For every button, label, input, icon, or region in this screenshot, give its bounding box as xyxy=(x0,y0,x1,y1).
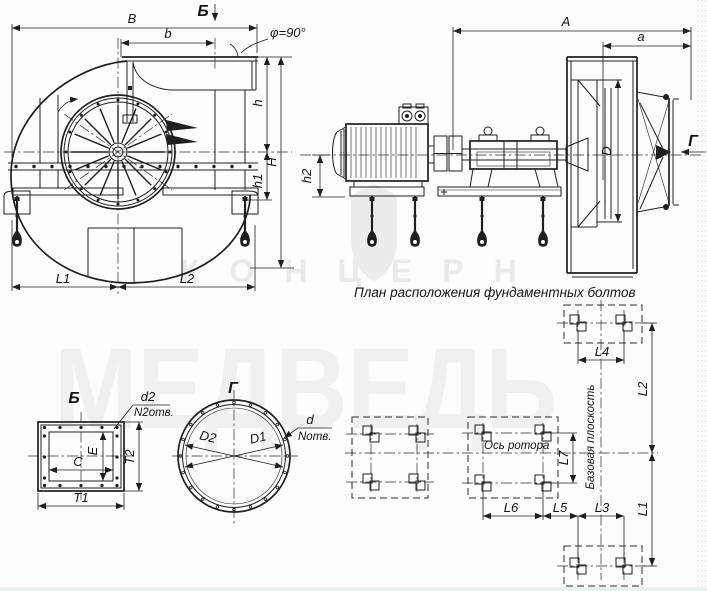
support-foot-left xyxy=(3,187,124,215)
section-label-g: Г xyxy=(688,133,699,150)
view-title-b: Б xyxy=(68,390,79,407)
housing-top-bolt-group xyxy=(557,304,648,344)
hole-count-label-n: Nотв. xyxy=(298,431,331,443)
dim-label-B: B xyxy=(128,11,137,26)
inlet-flange-view-g: Г D2 D1 d Nотв. xyxy=(172,380,332,524)
inlet-collector xyxy=(636,91,679,213)
dim-label-C: C xyxy=(73,454,83,469)
side-view-dimensions: A a h2 D Г xyxy=(299,14,706,222)
watermark-concern-text: КОНЦЕРН xyxy=(180,253,547,289)
outlet-flange-view-b: Б C E T2 T1 d2 N2отв. xyxy=(28,389,174,510)
motor-bolt-group xyxy=(346,416,434,499)
fan-housing xyxy=(566,56,638,278)
dim-label-a: a xyxy=(637,29,644,44)
bearing-bolt-group xyxy=(462,416,559,499)
plan-dimensions: L4 L2 L1 L7 L6 L5 L3 xyxy=(482,322,657,567)
support-foot-right xyxy=(162,187,259,215)
dim-label-D: D xyxy=(599,146,614,155)
dim-label-L1-plan: L1 xyxy=(635,502,650,516)
dim-label-D1: D1 xyxy=(248,428,268,446)
probe-tap xyxy=(166,134,198,145)
hole-dia-label-d: d xyxy=(306,412,314,427)
bearing-assembly xyxy=(437,126,566,248)
dim-label-L5: L5 xyxy=(553,500,568,515)
side-view: A a h2 D Г xyxy=(299,14,706,278)
dim-label-h2: h2 xyxy=(299,168,314,183)
dim-label-E: E xyxy=(85,446,100,455)
motor-lifting-lug xyxy=(398,106,429,125)
bearing-cap-bolt xyxy=(535,126,545,136)
hole-dia-label-d2: d2 xyxy=(141,389,156,404)
anchor-bolt xyxy=(409,194,421,248)
hole-count-label-n2: N2отв. xyxy=(134,407,174,419)
dim-label-L7: L7 xyxy=(556,450,571,465)
front-view: B b Б φ=90° h h1 H L1 L2 xyxy=(3,3,306,294)
dim-label-H: H xyxy=(264,157,279,167)
dim-label-phi: φ=90° xyxy=(270,25,306,40)
front-view-centerlines xyxy=(4,38,292,294)
dim-label-h: h xyxy=(250,99,265,106)
anchor-bolt xyxy=(537,194,549,248)
view-title-g: Г xyxy=(228,380,239,397)
flange-b-bolt-holes xyxy=(42,425,119,488)
base-plane-label: Базовая плоскость xyxy=(585,385,597,490)
dim-label-b: b xyxy=(164,26,171,41)
dim-label-D2: D2 xyxy=(198,427,218,446)
foundation-bolt-plan: План расположения фундаментных болтов Ос… xyxy=(345,285,658,587)
dim-label-L6: L6 xyxy=(504,500,519,515)
coupling xyxy=(433,135,463,172)
front-view-dimensions: B b Б φ=90° h h1 H L1 L2 xyxy=(11,3,306,291)
dim-label-L3: L3 xyxy=(595,500,610,515)
rotation-arrow xyxy=(57,96,79,113)
electric-motor xyxy=(332,103,435,248)
fan-hub xyxy=(565,137,589,172)
dim-label-T2: T2 xyxy=(122,449,137,465)
page-edge-texture xyxy=(697,0,707,591)
housing-bottom-bolt-group xyxy=(557,545,648,587)
section-label-b: Б xyxy=(197,3,208,20)
bearing-cap-bolt xyxy=(483,126,493,136)
anchor-bolt xyxy=(239,194,251,248)
anchor-bolt xyxy=(476,194,488,248)
page-bottom-strip xyxy=(0,587,707,591)
dim-label-T1: T1 xyxy=(73,490,88,505)
dim-label-L1-front: L1 xyxy=(56,271,70,286)
probe-tap xyxy=(166,120,198,131)
dim-label-h1: h1 xyxy=(250,174,265,188)
fan-scroll-casing xyxy=(3,56,259,284)
rotor-axis-label: Ось ротора xyxy=(484,440,549,452)
plan-title: План расположения фундаментных болтов xyxy=(354,285,636,300)
dim-label-L2-front: L2 xyxy=(180,271,195,286)
dim-label-L2-plan: L2 xyxy=(635,381,650,396)
spinner xyxy=(656,145,671,160)
dim-label-A: A xyxy=(561,14,571,29)
dim-label-L4: L4 xyxy=(595,344,609,359)
